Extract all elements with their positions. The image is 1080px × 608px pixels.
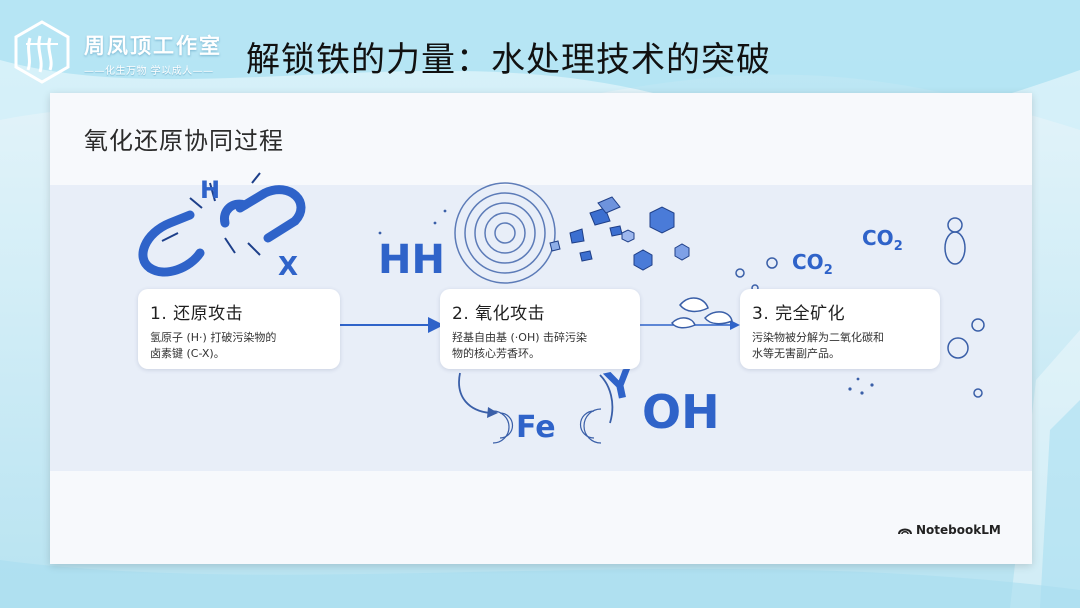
hexagon-fragments bbox=[621, 206, 690, 271]
brand-name: 周凤顶工作室 bbox=[84, 34, 222, 58]
shockwave-rings bbox=[454, 182, 556, 284]
fe-label: Fe bbox=[516, 410, 556, 445]
slide-image: 氧化还原协同过程 H X HH bbox=[50, 93, 1032, 564]
leaf-icon bbox=[671, 297, 733, 329]
page-title: 解锁铁的力量：水处理技术的突破 bbox=[246, 40, 771, 80]
h-atom-label: H bbox=[200, 176, 220, 204]
hh-label: HH bbox=[378, 237, 445, 283]
step-desc-reduction: 氢原子 (H·) 打破污染物的 卤素键 (C-X)。 bbox=[150, 331, 277, 360]
broken-chain-icon bbox=[138, 185, 306, 277]
notebooklm-logo-icon bbox=[898, 528, 912, 535]
x-halogen-label: X bbox=[278, 252, 298, 282]
oh-label: OH bbox=[642, 385, 720, 439]
studio-logo-icon bbox=[14, 20, 70, 84]
step-card-mineralization: 3. 完全矿化 污染物被分解为二氧化碳和 水等无害副产品。 bbox=[740, 289, 940, 369]
step-card-oxidation: 2. 氧化攻击 羟基自由基 (·OH) 击碎污染 物的核心芳香环。 bbox=[440, 289, 640, 369]
step-desc-oxidation: 羟基自由基 (·OH) 击碎污染 物的核心芳香环。 bbox=[452, 331, 588, 360]
slide-title: 氧化还原协同过程 bbox=[84, 127, 284, 155]
notebooklm-watermark: NotebookLM bbox=[898, 523, 1001, 537]
brand-slogan: ——化生万物 学以成人—— bbox=[84, 66, 214, 77]
fe-cycle-arrows bbox=[458, 372, 614, 444]
co2-label-b: CO2 bbox=[862, 226, 903, 254]
notebooklm-label: NotebookLM bbox=[916, 523, 1001, 537]
co2-label-a: CO2 bbox=[792, 250, 833, 278]
step-title-mineralization: 3. 完全矿化 bbox=[752, 304, 846, 324]
burst-lines bbox=[161, 172, 261, 256]
header: 周凤顶工作室 ——化生万物 学以成人—— 解锁铁的力量：水处理技术的突破 bbox=[0, 0, 1080, 92]
fe-cycle-arrowhead bbox=[487, 407, 498, 418]
arrow-step1-to-step2 bbox=[340, 317, 444, 333]
step-desc-mineralization: 污染物被分解为二氧化碳和 水等无害副产品。 bbox=[752, 331, 884, 360]
sparkle-dots bbox=[378, 209, 874, 395]
step-title-reduction: 1. 还原攻击 bbox=[150, 304, 244, 324]
fragment-shards bbox=[549, 196, 623, 262]
step-card-reduction: 1. 还原攻击 氢原子 (H·) 打破污染物的 卤素键 (C-X)。 bbox=[138, 289, 340, 369]
step-title-oxidation: 2. 氧化攻击 bbox=[452, 304, 546, 324]
